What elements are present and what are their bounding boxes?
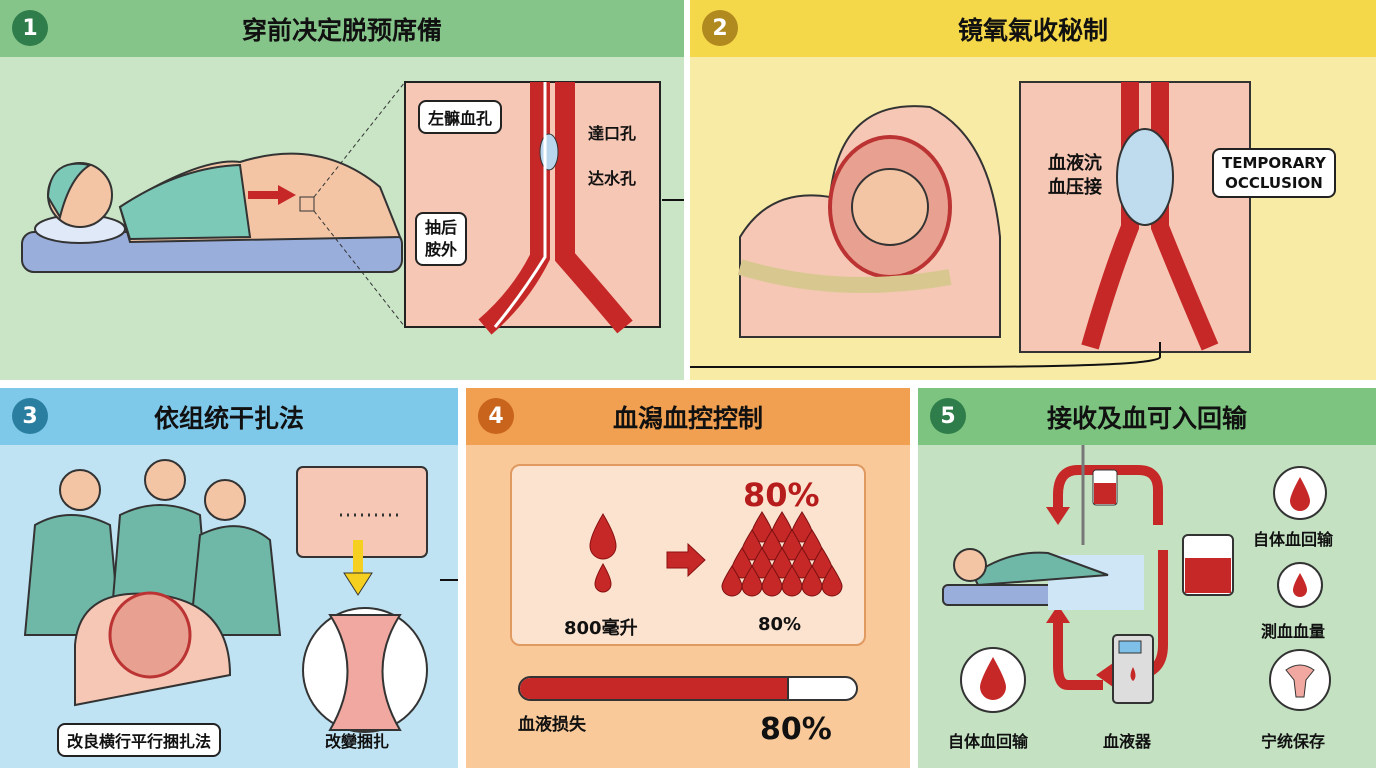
blood-drop-icon (721, 565, 743, 597)
label-flow: 血液沆 血压接 (1048, 153, 1102, 198)
panel-header: 5 接收及血可入回输 (918, 388, 1376, 445)
label-method: 改良横行平行捆扎法 (57, 723, 222, 757)
blood-drop-icon (751, 547, 773, 579)
label-autotransfusion-top: 自体血回输 (1253, 530, 1334, 549)
patient-lying-illustration (21, 81, 684, 335)
blood-drop-icon (980, 657, 1006, 700)
blood-drop-icon (761, 565, 783, 597)
loss-percent: 80% (760, 712, 832, 747)
blood-drop-icon (751, 511, 773, 543)
panel-title: 依组统干扎法 (153, 403, 304, 433)
drops-percent: 80% (758, 614, 802, 635)
label-change: 改變捆扎 (325, 732, 390, 751)
blood-loss-bar (518, 676, 858, 701)
volume-label: 800毫升 (564, 618, 638, 639)
blood-drop-icon (801, 529, 823, 561)
panel-header: 3 依组统干扎法 (0, 388, 458, 445)
step-number: 1 (12, 10, 48, 46)
blood-drop-icon (821, 565, 843, 597)
step-number: 5 (930, 398, 966, 434)
blood-loss-fill (520, 678, 789, 699)
step-number: 2 (702, 10, 738, 46)
blood-drop-icon (741, 529, 763, 561)
blood-drops-illustration (589, 511, 843, 597)
panel-step-1: 1 穿前决定脱预席備 左髍血孔 達口孔 达水孔 抽后 胺外 (0, 0, 684, 380)
blood-drop-icon (1293, 573, 1307, 597)
panel-step-2: 2 镜氧氣收秘制 血液沆 血压接 TEMPORARY OCCLUSION (690, 0, 1376, 380)
blood-drop-icon (589, 513, 617, 560)
loss-label: 血液损失 (518, 715, 586, 735)
blood-drop-icon (791, 547, 813, 579)
panel-title: 接收及血可入回输 (1046, 403, 1247, 433)
label-catheter: 抽后 胺外 (415, 212, 468, 266)
blood-drop-icon (741, 565, 763, 597)
autotransfusion-cycle-illustration (942, 445, 1331, 713)
panel-title: 镜氧氣收秘制 (957, 15, 1108, 45)
blood-drop-icon (1290, 477, 1310, 511)
label-preserve: 宁统保存 (1261, 732, 1326, 751)
panel-header: 2 镜氧氣收秘制 (690, 0, 1376, 57)
blood-drop-icon (811, 547, 833, 579)
panel-title: 穿前决定脱预席備 (241, 15, 442, 45)
panel-step-5: 5 接收及血可入回输 自体血回输 測血血量 宁统保存 自体血回输 血液器 (918, 388, 1376, 768)
label-measure: 測血血量 (1261, 622, 1326, 641)
panel-title: 血潟血控控制 (612, 403, 763, 433)
panel-header: 1 穿前决定脱预席備 (0, 0, 684, 57)
arrow-right-icon (666, 542, 706, 578)
step-number: 3 (12, 398, 48, 434)
panel-step-3: 3 依组统干扎法 改良横行平行捆扎法 改變捆扎 (0, 388, 458, 768)
blood-drop-icon (781, 529, 803, 561)
label-temporary-occlusion: TEMPORARY OCCLUSION (1212, 148, 1336, 198)
blood-drop-icon (731, 547, 753, 579)
label-autotransfusion-bottom: 自体血回输 (948, 732, 1029, 751)
uterus-icon (1285, 664, 1315, 698)
blood-drop-icon (801, 565, 823, 597)
big-percent: 80% (743, 476, 820, 514)
blood-drop-icon (771, 511, 793, 543)
panel-step-4: 4 血潟血控控制 80% 800毫升 80% 血液损失 80% (466, 388, 910, 768)
label-left-vessel: 左髍血孔 (418, 100, 503, 134)
label-device: 血液器 (1103, 732, 1152, 751)
blood-drop-icon (761, 529, 783, 561)
blood-drop-icon (771, 547, 793, 579)
blood-drop-icon (791, 511, 813, 543)
uterus-and-aorta-illustration (690, 81, 1251, 368)
blood-drop-icon (594, 562, 612, 593)
blood-drop-icon (781, 565, 803, 597)
panel-header: 4 血潟血控控制 (466, 388, 910, 445)
label-upper: 達口孔 (588, 124, 637, 143)
step-number: 4 (478, 398, 514, 434)
label-lower: 达水孔 (588, 169, 637, 188)
surgery-illustration (23, 459, 458, 733)
